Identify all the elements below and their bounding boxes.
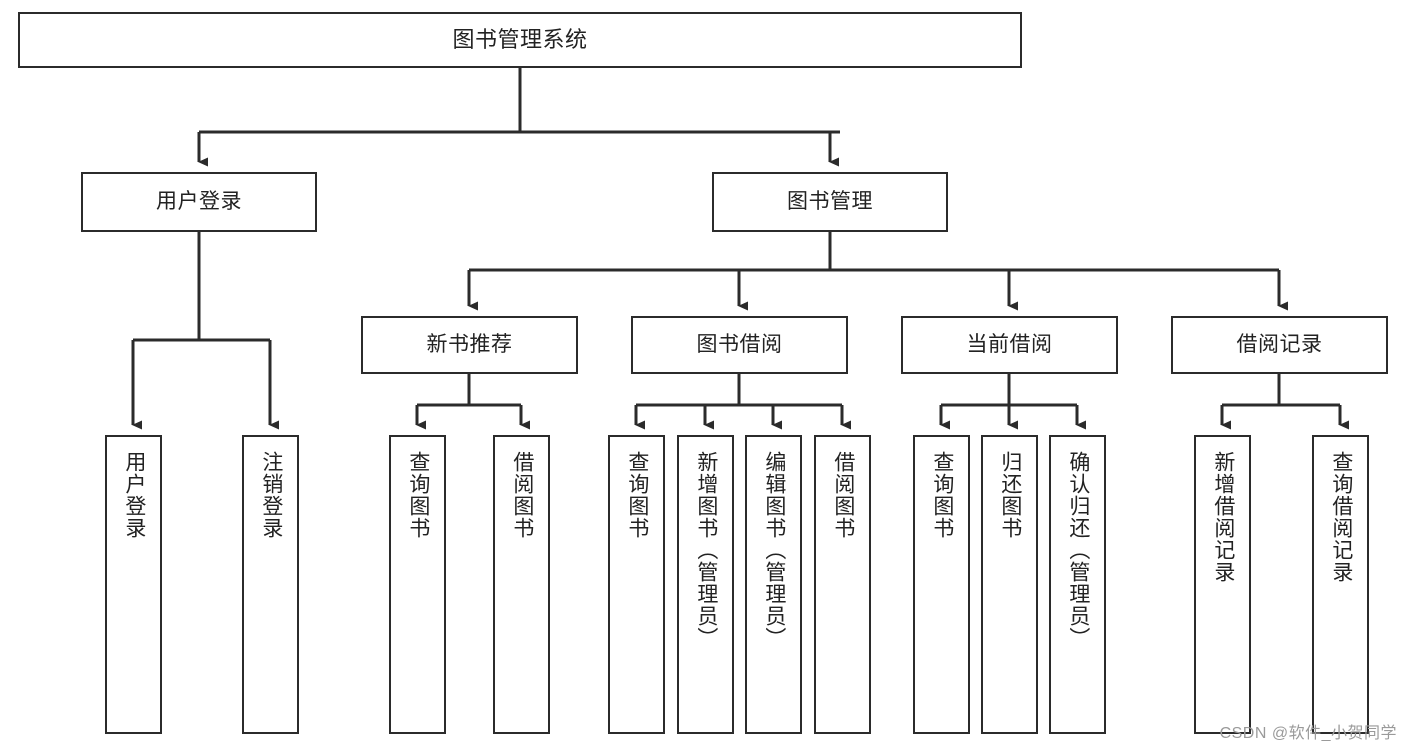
node-borrow-record[interactable]: 借阅记录 [1171, 316, 1388, 374]
node-leaf-query-book-1[interactable]: 查询图书 [389, 435, 446, 734]
node-new-book-rec-label: 新书推荐 [426, 332, 513, 356]
node-root-label: 图书管理系统 [452, 27, 588, 53]
node-borrow-record-label: 借阅记录 [1236, 332, 1323, 356]
node-leaf-logout-label: 注销登录 [259, 451, 283, 539]
node-leaf-query-book-3-label: 查询图书 [930, 451, 954, 539]
node-leaf-confirm-return-label: 确认归还（管理员） [1066, 451, 1090, 649]
node-current-borrow[interactable]: 当前借阅 [901, 316, 1118, 374]
node-leaf-user-login[interactable]: 用户登录 [105, 435, 162, 734]
watermark: CSDN @软件_小贺同学 [1219, 725, 1397, 742]
node-leaf-add-record-label: 新增借阅记录 [1211, 451, 1235, 583]
node-book-manage[interactable]: 图书管理 [712, 172, 948, 232]
node-leaf-borrow-book-2[interactable]: 借阅图书 [814, 435, 871, 734]
node-leaf-add-book-label: 新增图书（管理员） [694, 451, 718, 649]
node-leaf-query-book-2[interactable]: 查询图书 [608, 435, 665, 734]
node-leaf-borrow-book-2-label: 借阅图书 [831, 451, 855, 539]
node-leaf-query-book-1-label: 查询图书 [406, 451, 430, 539]
node-leaf-borrow-book-1[interactable]: 借阅图书 [493, 435, 550, 734]
node-leaf-logout[interactable]: 注销登录 [242, 435, 299, 734]
node-leaf-edit-book-label: 编辑图书（管理员） [762, 451, 786, 649]
node-leaf-add-book[interactable]: 新增图书（管理员） [677, 435, 734, 734]
node-leaf-edit-book[interactable]: 编辑图书（管理员） [745, 435, 802, 734]
node-book-borrow[interactable]: 图书借阅 [631, 316, 848, 374]
node-book-manage-label: 图书管理 [787, 189, 873, 213]
node-leaf-borrow-book-1-label: 借阅图书 [510, 451, 534, 539]
node-root[interactable]: 图书管理系统 [18, 12, 1022, 68]
node-leaf-user-login-label: 用户登录 [122, 451, 146, 539]
node-current-borrow-label: 当前借阅 [966, 332, 1053, 356]
node-leaf-query-record[interactable]: 查询借阅记录 [1312, 435, 1369, 734]
node-leaf-confirm-return[interactable]: 确认归还（管理员） [1049, 435, 1106, 734]
node-leaf-query-book-2-label: 查询图书 [625, 451, 649, 539]
node-leaf-query-record-label: 查询借阅记录 [1329, 451, 1353, 583]
node-leaf-query-book-3[interactable]: 查询图书 [913, 435, 970, 734]
node-leaf-add-record[interactable]: 新增借阅记录 [1194, 435, 1251, 734]
node-book-borrow-label: 图书借阅 [696, 332, 783, 356]
node-new-book-rec[interactable]: 新书推荐 [361, 316, 578, 374]
node-leaf-return-book[interactable]: 归还图书 [981, 435, 1038, 734]
node-user-login-label: 用户登录 [156, 189, 242, 213]
node-leaf-return-book-label: 归还图书 [998, 451, 1022, 539]
node-user-login[interactable]: 用户登录 [81, 172, 317, 232]
